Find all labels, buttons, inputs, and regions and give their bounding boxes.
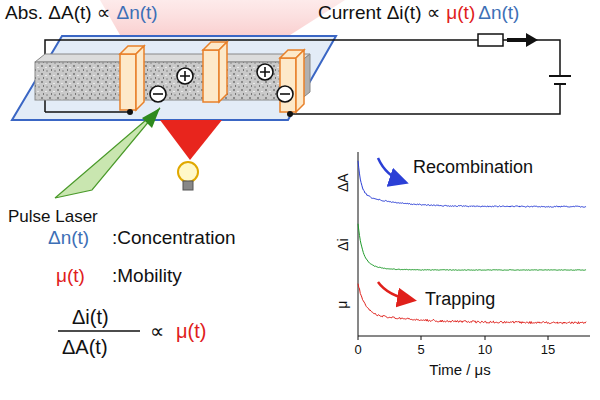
formula-term: ΔA(t) (62, 336, 108, 358)
decay-trace (358, 224, 586, 271)
formula-term: μ(t) (176, 320, 206, 342)
electrode (120, 42, 304, 112)
definition-text: :Mobility (112, 266, 182, 287)
variable-symbol: Δn(t) (478, 3, 519, 24)
tick-label: 5 (417, 343, 424, 357)
probe-beam (160, 120, 222, 160)
tick-label: 10 (478, 343, 492, 357)
circuit-wire (45, 40, 560, 114)
pump-laser (142, 108, 160, 128)
formula-term: Δi(t) (72, 306, 109, 328)
current-arrow (507, 38, 528, 42)
formula-term: ∝ (150, 320, 164, 342)
sample-film (35, 54, 310, 62)
variable-symbol: Δn(t) (116, 3, 157, 24)
substrate (12, 36, 336, 120)
variable-symbol: Δn(t) (48, 228, 89, 249)
tick-label: 0 (354, 343, 361, 357)
lamp-icon (178, 162, 198, 182)
battery-symbol (549, 75, 571, 77)
axis-label: μ (335, 301, 350, 309)
variable-symbol: μ(t) (56, 266, 85, 287)
contact-dot (127, 109, 133, 115)
measurement-label: Current Δi(t) ∝ (318, 3, 440, 24)
annotation: Trapping (425, 290, 495, 310)
battery-symbol (554, 83, 566, 85)
trend-arrow (378, 158, 404, 182)
lamp-icon (183, 181, 193, 190)
circuit-wire (45, 111, 130, 113)
definition-text: :Concentration (112, 228, 236, 249)
charge-symbol (150, 64, 293, 102)
pump-laser (55, 108, 160, 198)
resistor-symbol (478, 34, 503, 46)
fraction-bar (58, 330, 140, 332)
axis-title: Time / μs (429, 362, 490, 379)
axis-label: ΔA (335, 174, 350, 193)
current-arrow (526, 33, 538, 47)
trend-arrow (378, 282, 412, 300)
decay-trace (358, 284, 586, 324)
source-label: Pulse Laser (8, 208, 98, 227)
tick-label: 15 (541, 343, 555, 357)
annotation: Recombination (413, 158, 533, 178)
variable-symbol: μ(t) (446, 3, 475, 24)
sample-film (35, 62, 300, 100)
measurement-label: Abs. ΔA(t) ∝ (5, 3, 110, 24)
contact-dot (287, 111, 293, 117)
axis-label: Δi (335, 239, 350, 251)
chart-axes (358, 152, 590, 340)
